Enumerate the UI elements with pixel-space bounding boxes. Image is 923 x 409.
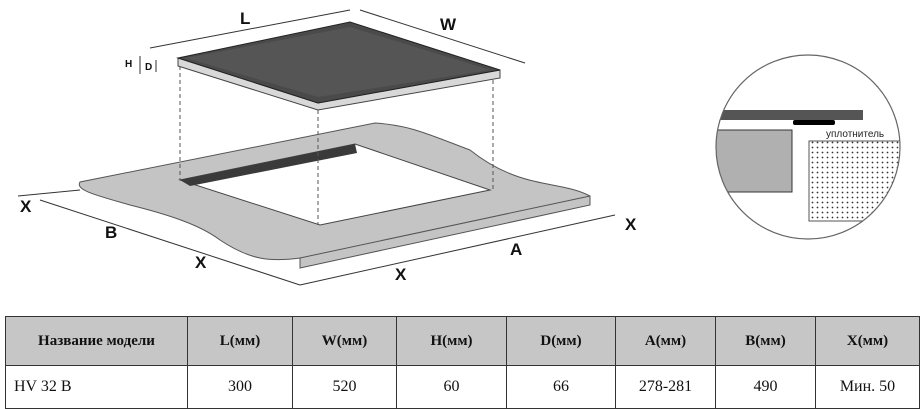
label-x-right: X (625, 215, 637, 234)
detail-view: уплотнитель (715, 54, 901, 240)
label-d: D (145, 62, 152, 73)
label-l: L (240, 9, 250, 28)
header-x: X(мм) (815, 316, 920, 366)
label-x-bottom: X (395, 265, 407, 284)
cell-w: 520 (292, 365, 397, 409)
label-x-bottom-left: X (195, 253, 207, 272)
hob (176, 21, 501, 111)
header-w: W(мм) (292, 316, 397, 366)
cell-model: HV 32 B (5, 365, 188, 409)
header-model: Название модели (5, 316, 188, 366)
cell-x: Мин. 50 (815, 365, 920, 409)
cell-h: 60 (396, 365, 507, 409)
cell-b: 490 (715, 365, 816, 409)
label-a: A (510, 240, 522, 259)
label-x-left: X (20, 197, 32, 216)
label-h: H (125, 59, 132, 70)
table-header-row: Название модели L(мм) W(мм) H(мм) D(мм) … (5, 316, 920, 366)
dimension-lines (17, 9, 616, 286)
dimensions-table: Название модели L(мм) W(мм) H(мм) D(мм) … (5, 316, 920, 409)
cell-l: 300 (187, 365, 293, 409)
label-w: W (440, 15, 457, 34)
installation-diagram: L W H D X B X X A X уплотнитель (17, 9, 901, 286)
seal-label: уплотнитель (826, 129, 884, 140)
header-a: A(мм) (615, 316, 716, 366)
cell-a: 278-281 (615, 365, 716, 409)
header-l: L(мм) (187, 316, 293, 366)
projection-lines (179, 66, 494, 225)
cell-d: 66 (506, 365, 616, 409)
table-row: HV 32 B 300 520 60 66 278-281 490 Мин. 5… (5, 365, 920, 409)
header-h: H(мм) (396, 316, 507, 366)
header-d: D(мм) (506, 316, 616, 366)
label-b: B (105, 223, 117, 242)
countertop (78, 122, 591, 269)
header-b: B(мм) (715, 316, 816, 366)
